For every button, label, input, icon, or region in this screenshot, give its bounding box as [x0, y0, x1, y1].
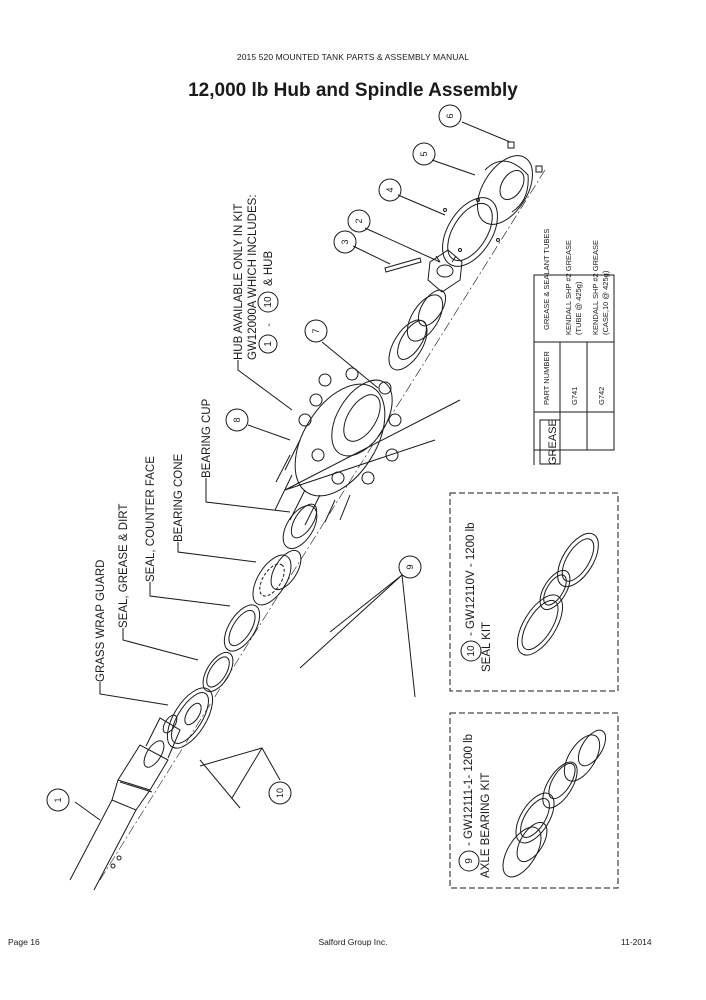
- table-row-1-part: G741: [570, 387, 579, 405]
- label-seal-grease-dirt: SEAL, GREASE & DIRT: [118, 504, 130, 628]
- hub-note-suffix: & HUB: [263, 251, 275, 286]
- castle-nut-part: [427, 249, 463, 293]
- seal-grease-dirt-part: [202, 651, 234, 693]
- label-hub-note-line2: GW12000A WHICH INCLUDES:: [247, 194, 259, 360]
- table-row-2-desc-line2: (CASE,10 @ 425g): [601, 270, 610, 335]
- callout-8: 8: [232, 417, 242, 422]
- cotter-pin-part: [384, 257, 422, 273]
- seal-counter-face-part: [223, 604, 261, 652]
- cap-screws-part: [507, 141, 543, 173]
- callout-circle-10: [268, 781, 292, 805]
- leader-hub-note: [237, 360, 293, 411]
- leader-3: [352, 245, 391, 265]
- table-row-2-desc-line1: KENDALL SHP #2 GREASE: [591, 240, 600, 335]
- table-header-part-number: PART NUMBER: [542, 351, 551, 405]
- manual-header: 2015 520 MOUNTED TANK PARTS & ASSEMBLY M…: [236, 52, 470, 62]
- bearing-cup-part: [282, 503, 318, 549]
- leader-4: [397, 194, 446, 216]
- hub-note-circle-10: [257, 291, 279, 313]
- hub-note-dash: -: [264, 323, 275, 326]
- leader-5: [431, 159, 476, 176]
- callout-9: 9: [405, 564, 415, 569]
- label-grass-wrap-guard: GRASS WRAP GUARD: [95, 560, 107, 682]
- hub-cap-part: [477, 155, 533, 225]
- seal-kit-line2: SEAL KIT: [481, 622, 493, 672]
- callout-circle-7: [304, 319, 328, 343]
- seal-kit-box: 10 - GW12110V - 1200 lb SEAL KIT: [449, 492, 619, 692]
- gasket-part: [442, 197, 500, 267]
- callout-circle-1: [46, 788, 70, 812]
- label-seal-counter-face: SEAL, COUNTER FACE: [145, 456, 157, 582]
- spindle-part: [69, 714, 181, 891]
- assembly-centerline: [99, 169, 546, 881]
- footer-company: Salford Group Inc.: [318, 937, 388, 947]
- label-bearing-cup: BEARING CUP: [201, 398, 213, 478]
- leader-bearing-cup: [205, 478, 291, 513]
- leader-seal-grease: [122, 628, 199, 661]
- grass-wrap-guard-part: [166, 687, 214, 749]
- footer-page-number: Page 16: [8, 937, 40, 947]
- grease-badge: GREASE: [547, 419, 559, 465]
- hub-note-range-start: 1: [263, 341, 274, 347]
- grease-badge-box: [539, 419, 561, 465]
- leader-2: [364, 227, 441, 263]
- page-title: 12,000 lb Hub and Spindle Assembly: [188, 80, 518, 101]
- leader-9: [299, 574, 416, 698]
- leader-seal-counter: [149, 582, 231, 607]
- callout-circle-2: [347, 209, 371, 233]
- bearing-kit-callout: 9: [464, 858, 475, 864]
- callout-10: 10: [275, 788, 285, 798]
- leader-grass-wrap: [99, 682, 169, 706]
- callout-circle-3: [333, 230, 357, 254]
- bearing-cone-part: [252, 549, 302, 606]
- callout-2: 2: [354, 218, 364, 223]
- label-bearing-cone: BEARING CONE: [173, 453, 185, 542]
- seal-kit-line1: - GW12110V - 1200 lb: [465, 522, 477, 636]
- callout-6: 6: [445, 113, 455, 118]
- callout-circle-8: [225, 408, 249, 432]
- grease-table: GREASE PART NUMBER GREASE & SEALANT TUBE…: [533, 229, 615, 465]
- outer-bearing-cone-part: [406, 289, 447, 342]
- table-row-2-part: G742: [597, 387, 606, 405]
- leader-6: [461, 121, 511, 143]
- callout-3: 3: [340, 239, 350, 244]
- hub-part: [274, 367, 402, 526]
- label-hub-note-line1: HUB AVAILABLE ONLY IN KIT: [233, 204, 245, 360]
- bearing-kit-box: 9 - GW12111-1- 1200 lb AXLE BEARING KIT: [449, 712, 619, 889]
- callout-circle-9: [398, 555, 422, 579]
- leader-7: [321, 341, 379, 389]
- table-row-1-desc-line1: KENDALL SHP #2 GREASE: [564, 240, 573, 335]
- bearing-kit-line2: AXLE BEARING KIT: [480, 773, 492, 878]
- callout-4: 4: [385, 187, 395, 192]
- callout-1: 1: [53, 797, 63, 802]
- seal-kit-callout: 10: [466, 645, 477, 657]
- table-header-grease-tubes: GREASE & SEALANT TUBES: [542, 229, 551, 330]
- leader-8: [247, 424, 291, 441]
- leader-1: [74, 801, 101, 821]
- callout-circle-4: [378, 178, 402, 202]
- callout-7: 7: [311, 328, 321, 333]
- leader-bearing-cone: [177, 542, 257, 563]
- hub-note-circle-1: [258, 334, 278, 354]
- callout-circle-5: [412, 142, 436, 166]
- callout-circle-6: [438, 104, 462, 128]
- leader-9-upper: [284, 399, 461, 491]
- table-row-1-desc-line2: (TUBE @ 425g): [574, 281, 583, 335]
- leader-10: [199, 747, 281, 809]
- hub-note-range-end: 10: [263, 296, 274, 308]
- callout-5: 5: [419, 151, 429, 156]
- bearing-kit-line1: - GW12111-1- 1200 lb: [463, 734, 475, 846]
- footer-date: 11-2014: [621, 937, 652, 947]
